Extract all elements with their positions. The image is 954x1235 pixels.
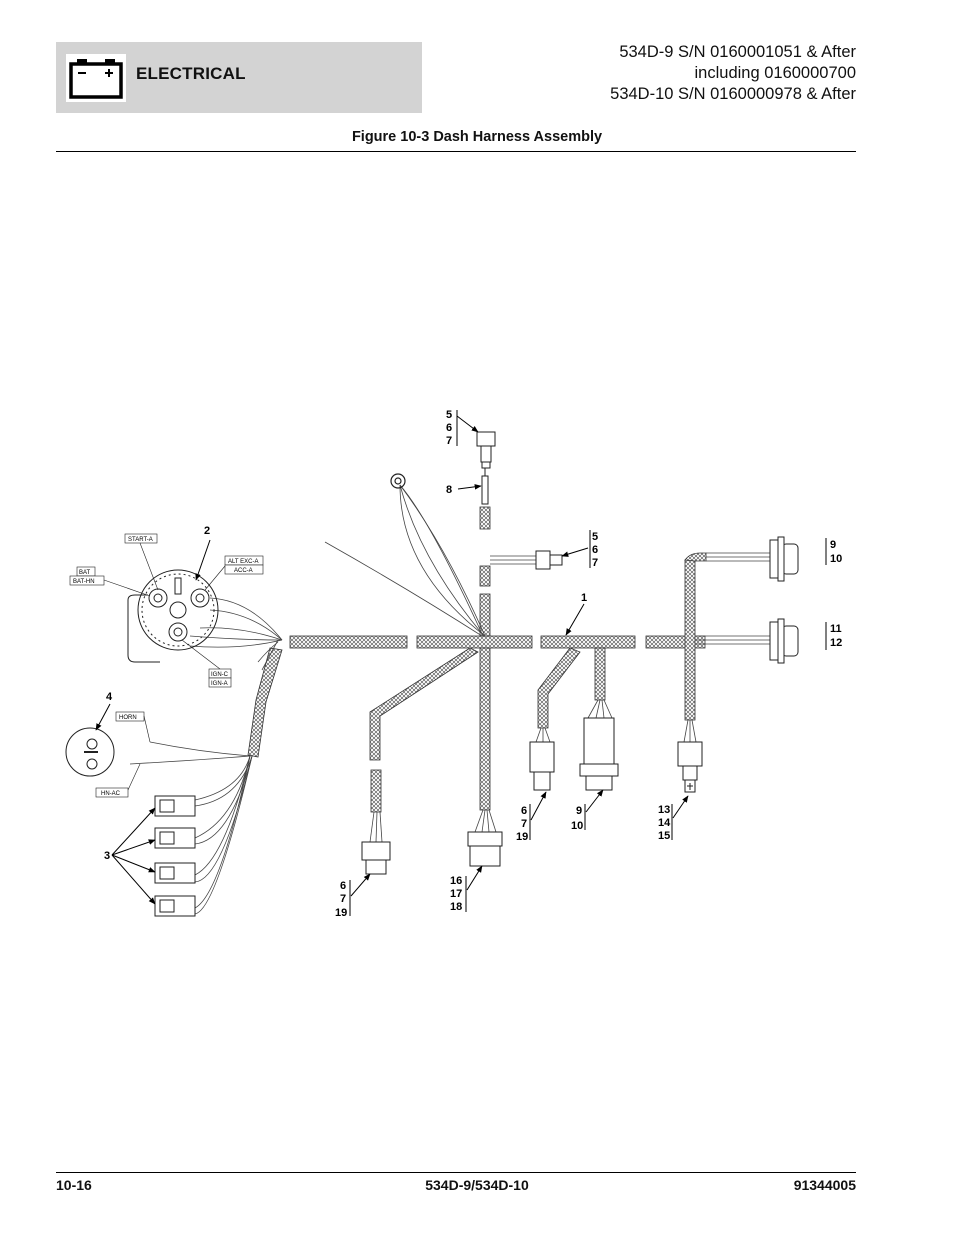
tag-ign-a: IGN-A	[211, 681, 228, 687]
page-number: 10-16	[56, 1177, 92, 1193]
callout-19-mid: 19	[516, 831, 528, 843]
callout-6-right: 6	[592, 544, 598, 556]
section-header: ELECTRICAL	[56, 42, 422, 113]
header-rule	[56, 151, 856, 152]
model-line-1: 534D-9 S/N 0160001051 & After	[619, 43, 856, 61]
tag-acc-a: ACC-A	[234, 568, 253, 574]
callout-9-top: 9	[830, 539, 836, 551]
model-line-2: including 0160000700	[694, 64, 856, 82]
side-connector	[535, 550, 563, 570]
callout-19-left: 19	[335, 907, 347, 919]
horn-switch	[65, 727, 115, 777]
callout-16: 16	[450, 875, 462, 887]
wire-tags: START-A BAT BAT-HN ALT EXC-A ACC-A IGN-C…	[69, 533, 264, 798]
callout-7-right: 7	[592, 557, 598, 569]
callout-17: 17	[450, 888, 462, 900]
tag-bat: BAT	[79, 570, 91, 576]
round-connector-bottom	[579, 717, 619, 791]
callout-10-top: 10	[830, 553, 842, 565]
callout-numbers: 5 6 7 8 5 6 7 2 1 9 10 11 12 4 3 6 7 19 …	[104, 409, 842, 919]
callout-6-left: 6	[340, 880, 346, 892]
tag-bat-hn: BAT-HN	[73, 579, 95, 585]
callout-7-left: 7	[340, 893, 346, 905]
callout-1: 1	[581, 592, 587, 604]
callout-7-mid: 7	[521, 818, 527, 830]
top-connector	[476, 431, 496, 505]
callout-7-top: 7	[446, 435, 452, 447]
footer-rule	[56, 1172, 856, 1173]
callout-15: 15	[658, 830, 670, 842]
tag-hn-ac: HN-AC	[101, 791, 121, 797]
tag-start-a: START-A	[128, 537, 153, 543]
callout-5-right: 5	[592, 531, 598, 543]
callout-4: 4	[106, 691, 113, 703]
callout-6-mid: 6	[521, 805, 527, 817]
ring-terminal	[390, 473, 406, 489]
tag-ign-c: IGN-C	[211, 672, 229, 678]
model-serial-block: 534D-9 S/N 0160001051 & After including …	[610, 42, 856, 105]
model-line-3: 534D-10 S/N 0160000978 & After	[610, 85, 856, 103]
callout-2: 2	[204, 525, 210, 537]
callout-5-top: 5	[446, 409, 452, 421]
connector-16-17-18	[467, 831, 503, 867]
dash-connectors-3	[154, 795, 196, 917]
footer-model: 534D-9/534D-10	[425, 1177, 529, 1193]
figure-title: Figure 10-3 Dash Harness Assembly	[351, 129, 603, 145]
wire-bundle	[129, 484, 770, 915]
callout-13: 13	[658, 804, 670, 816]
round-connector-11-12	[769, 618, 799, 664]
callout-14: 14	[658, 817, 671, 829]
callout-12: 12	[830, 637, 842, 649]
callout-9-bottom: 9	[576, 805, 582, 817]
battery-icon	[66, 54, 126, 102]
callout-6-top: 6	[446, 422, 452, 434]
callout-3: 3	[104, 850, 110, 862]
connector-6-7-19-mid	[529, 741, 555, 791]
callout-11: 11	[830, 623, 842, 635]
callout-10-bottom: 10	[571, 820, 583, 832]
section-title: ELECTRICAL	[136, 64, 246, 83]
connector-6-7-19-left	[361, 841, 391, 875]
callout-leaders	[95, 410, 827, 916]
diode-connector	[677, 741, 703, 793]
round-connector-9-10	[769, 536, 799, 582]
callout-8: 8	[446, 484, 452, 496]
doc-number: 91344005	[793, 1177, 856, 1193]
callout-18: 18	[450, 901, 462, 913]
ignition-switch	[127, 569, 219, 663]
tag-horn: HORN	[119, 715, 137, 721]
tag-alt-exc-a: ALT EXC-A	[228, 559, 258, 565]
harness-trunk	[247, 506, 707, 813]
